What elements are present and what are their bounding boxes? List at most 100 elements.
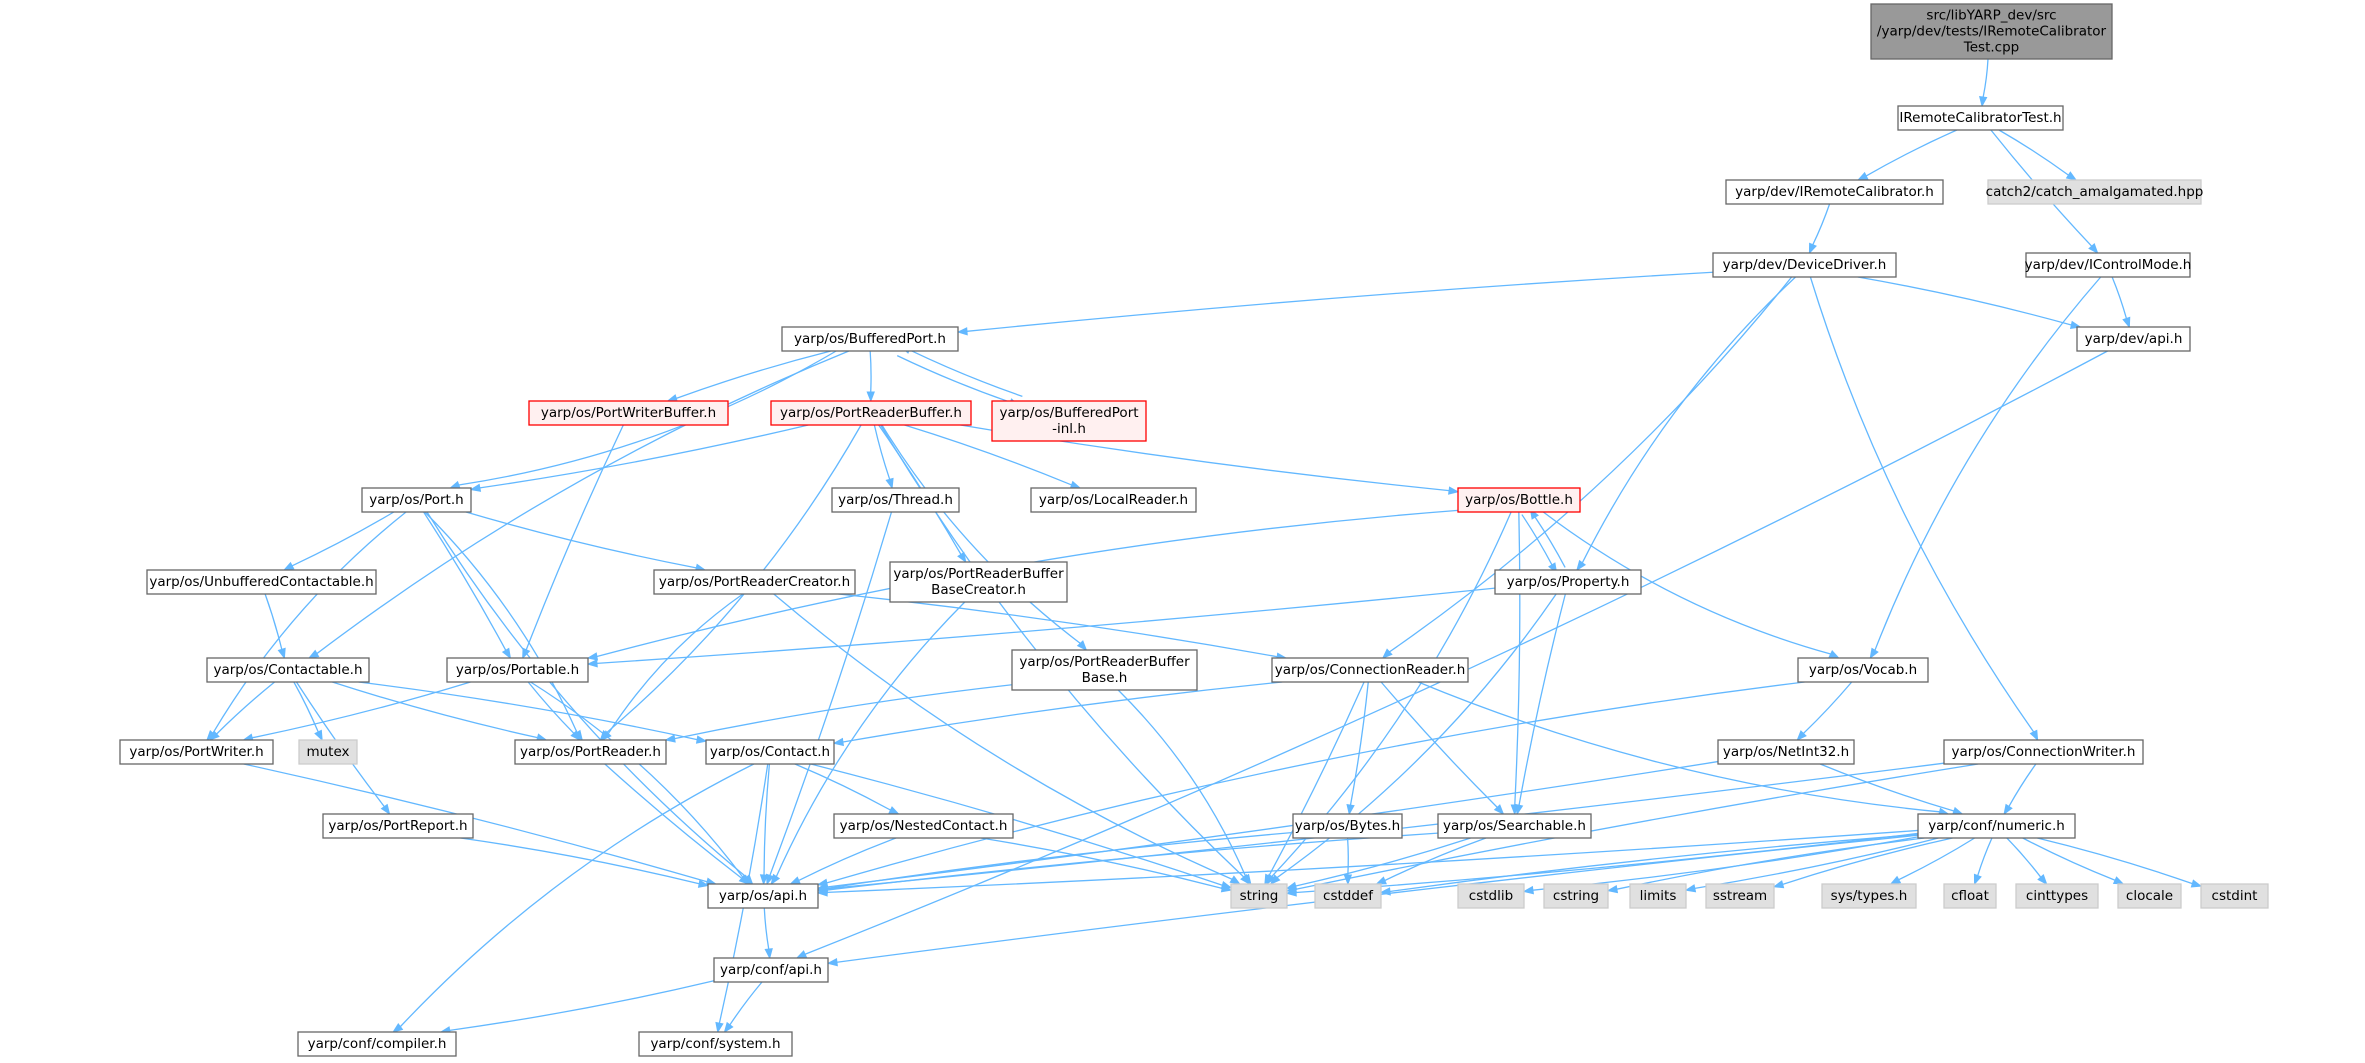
node-label: yarp/os/PortReader.h (520, 744, 661, 760)
node-label: yarp/os/PortReaderBuffer (893, 566, 1064, 582)
node-devapi[interactable]: yarp/dev/api.h (2076, 326, 2191, 352)
edge-line (1295, 832, 1919, 894)
edge-cr-to-bytes (1346, 681, 1369, 816)
node-contact[interactable]: yarp/os/Contact.h (705, 739, 835, 765)
node-confapi[interactable]: yarp/conf/api.h (713, 957, 829, 983)
node-limits[interactable]: limits (1629, 883, 1687, 909)
edge-line (527, 681, 575, 734)
edge-arrowhead (1375, 876, 1387, 885)
node-box (1457, 883, 1525, 909)
node-lr[interactable]: yarp/os/LocalReader.h (1030, 487, 1197, 513)
node-contactable[interactable]: yarp/os/Contactable.h (206, 657, 370, 683)
node-system[interactable]: yarp/conf/system.h (638, 1031, 793, 1057)
edge-arrowhead (1346, 803, 1355, 816)
edge-numeric-to-osapi (816, 829, 1919, 897)
node-cstdlib[interactable]: cstdlib (1457, 883, 1525, 909)
node-box (707, 883, 819, 909)
node-ni32[interactable]: yarp/os/NetInt32.h (1717, 739, 1855, 765)
edge-numeric-to-cfloat (1973, 837, 1993, 886)
edge-line (291, 511, 395, 567)
node-prb[interactable]: yarp/os/PortReaderBuffer.h (770, 400, 972, 426)
edge-arrowhead (832, 737, 844, 747)
node-label: yarp/os/LocalReader.h (1039, 492, 1188, 508)
edge-line (2008, 763, 2037, 807)
node-cinttypes[interactable]: cinttypes (2015, 883, 2099, 909)
node-compiler[interactable]: yarp/conf/compiler.h (297, 1031, 457, 1057)
node-uc[interactable]: yarp/os/UnbufferedContactable.h (146, 569, 377, 595)
node-label: yarp/dev/IRemoteCalibrator.h (1735, 184, 1934, 200)
node-box (514, 739, 667, 765)
edge-arrowhead (715, 1021, 724, 1034)
node-bpinl[interactable]: yarp/os/BufferedPort-inl.h (991, 400, 1147, 442)
edge-line (794, 763, 891, 811)
node-numeric[interactable]: yarp/conf/numeric.h (1917, 813, 2076, 839)
node-label: yarp/conf/api.h (720, 962, 822, 978)
node-prop[interactable]: yarp/os/Property.h (1494, 569, 1642, 595)
node-bottle[interactable]: yarp/os/Bottle.h (1457, 487, 1581, 513)
edge-line (873, 424, 891, 480)
node-bp[interactable]: yarp/os/BufferedPort.h (781, 326, 959, 352)
edge-arrowhead (1069, 480, 1082, 489)
node-clocale[interactable]: clocale (2117, 883, 2182, 909)
node-systypes[interactable]: sys/types.h (1821, 883, 1917, 909)
node-prep[interactable]: yarp/os/PortReport.h (322, 813, 474, 839)
node-box (1943, 739, 2144, 765)
node-prc[interactable]: yarp/os/PortReaderCreator.h (653, 569, 856, 595)
edge-arrowhead (1269, 874, 1281, 885)
edge-arrowhead (1684, 884, 1697, 893)
edge-arrowhead (789, 876, 801, 885)
node-cfloat[interactable]: cfloat (1943, 883, 1997, 909)
node-pwb[interactable]: yarp/os/PortWriterBuffer.h (528, 400, 729, 426)
node-irc[interactable]: yarp/dev/IRemoteCalibrator.h (1725, 179, 1944, 205)
node-label: /yarp/dev/tests/IRemoteCalibrator (1877, 24, 2107, 40)
edge-line (596, 587, 1496, 664)
edge-line (1865, 129, 1958, 177)
edge-arrowhead (764, 948, 773, 960)
node-cr[interactable]: yarp/os/ConnectionReader.h (1271, 657, 1469, 683)
node-label: yarp/dev/api.h (2085, 331, 2183, 347)
node-label: limits (1640, 888, 1677, 904)
node-dd[interactable]: yarp/dev/DeviceDriver.h (1712, 252, 1897, 278)
node-vocab[interactable]: yarp/os/Vocab.h (1797, 657, 1929, 683)
node-label: yarp/os/PortReaderBuffer (1019, 654, 1190, 670)
edge-line (729, 981, 763, 1026)
node-catch2[interactable]: catch2/catch_amalgamated.hpp (1986, 179, 2204, 205)
edge-line (1874, 276, 2102, 651)
node-sstream[interactable]: sstream (1705, 883, 1775, 909)
node-pw[interactable]: yarp/os/PortWriter.h (119, 739, 274, 765)
node-mutex[interactable]: mutex (298, 739, 358, 765)
node-thread[interactable]: yarp/os/Thread.h (831, 487, 960, 513)
node-cstdint[interactable]: cstdint (2200, 883, 2269, 909)
edge-line (530, 681, 744, 879)
node-cstring[interactable]: cstring (1543, 883, 1609, 909)
node-osapi[interactable]: yarp/os/api.h (707, 883, 819, 909)
node-string[interactable]: string (1230, 883, 1288, 909)
node-irct[interactable]: IRemoteCalibratorTest.h (1897, 105, 2064, 131)
node-portable[interactable]: yarp/os/Portable.h (446, 657, 589, 683)
node-box (1011, 649, 1198, 691)
node-pr[interactable]: yarp/os/PortReader.h (514, 739, 667, 765)
edge-thread-to-osapi (766, 511, 893, 886)
node-nc[interactable]: yarp/os/NestedContact.h (833, 813, 1014, 839)
edge-port-to-portable (423, 511, 512, 660)
node-box (1897, 105, 2064, 131)
edge-numeric-to-sstream (1772, 837, 1953, 889)
node-bytes[interactable]: yarp/os/Bytes.h (1292, 813, 1403, 839)
edge-line (293, 681, 319, 733)
node-root[interactable]: src/libYARP_dev/src/yarp/dev/tests/IRemo… (1870, 3, 2113, 60)
node-label: yarp/os/UnbufferedContactable.h (149, 574, 373, 590)
edge-dd-to-cw (1809, 276, 2039, 742)
node-search[interactable]: yarp/os/Searchable.h (1437, 813, 1592, 839)
node-label: Base.h (1082, 670, 1128, 686)
node-label: yarp/os/PortReaderBuffer.h (780, 405, 962, 421)
edge-prb-to-port (469, 424, 809, 492)
node-port[interactable]: yarp/os/Port.h (361, 487, 472, 513)
edge-line (826, 831, 1294, 889)
edge-cr-to-search (1380, 681, 1505, 816)
node-cstddef[interactable]: cstddef (1314, 883, 1382, 909)
node-icm[interactable]: yarp/dev/IControlMode.h (2025, 252, 2192, 278)
node-cw[interactable]: yarp/os/ConnectionWriter.h (1943, 739, 2144, 765)
edge-arrowhead (1576, 559, 1587, 572)
